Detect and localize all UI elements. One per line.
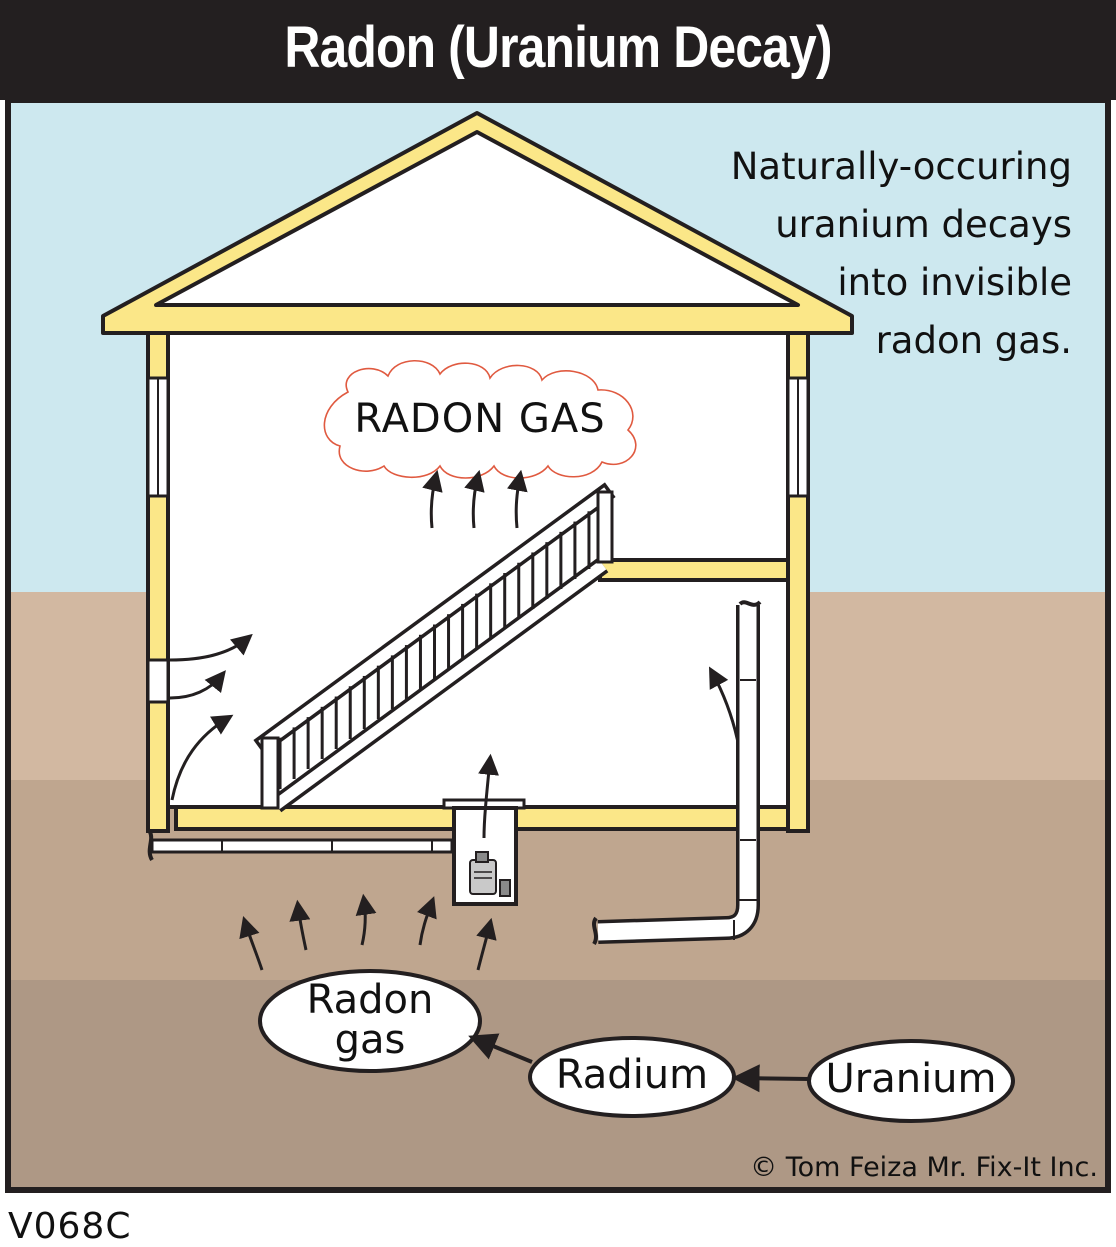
left-wall-gap — [146, 658, 170, 704]
uranium-oval — [807, 1039, 1015, 1123]
soil-arrows — [239, 893, 497, 971]
radon-gas-label: Radon gas — [270, 980, 470, 1060]
vent-pipe — [592, 600, 762, 946]
page-title: Radon (Uranium Decay) — [284, 15, 832, 80]
upper-floor — [598, 558, 790, 582]
staircase — [253, 482, 616, 813]
uranium-to-radium-arrow — [731, 1064, 810, 1093]
caption-line: uranium decays — [775, 203, 1072, 246]
radon-gas-label-line1: Radon — [306, 977, 434, 1023]
title-bar: Radon (Uranium Decay) — [0, 0, 1116, 100]
caption-line: radon gas. — [875, 319, 1072, 362]
radon-cloud-outline — [323, 360, 637, 479]
sump-pump-icon — [469, 859, 497, 895]
caption-line: into invisible — [837, 261, 1072, 304]
sump-pit — [442, 753, 526, 906]
copyright-notice: © Tom Feiza Mr. Fix-It Inc. — [750, 1152, 1098, 1183]
caption-line: Naturally-occuring — [730, 145, 1072, 188]
border — [5, 97, 1111, 1193]
cloud-arrows — [422, 469, 528, 529]
figure-code: V068C — [8, 1206, 132, 1247]
radon-cloud-label: RADON GAS — [354, 396, 606, 442]
radon-gas-label-line2: gas — [334, 1017, 406, 1063]
radium-to-radon-arrow — [468, 1033, 533, 1064]
attic — [154, 130, 800, 307]
drain-tile — [147, 831, 454, 862]
radium-label: Radium — [555, 1052, 709, 1098]
uranium-label: Uranium — [825, 1056, 997, 1102]
radon-gas-oval — [258, 969, 482, 1073]
caption: Naturally-occuring uranium decays into i… — [652, 138, 1072, 370]
